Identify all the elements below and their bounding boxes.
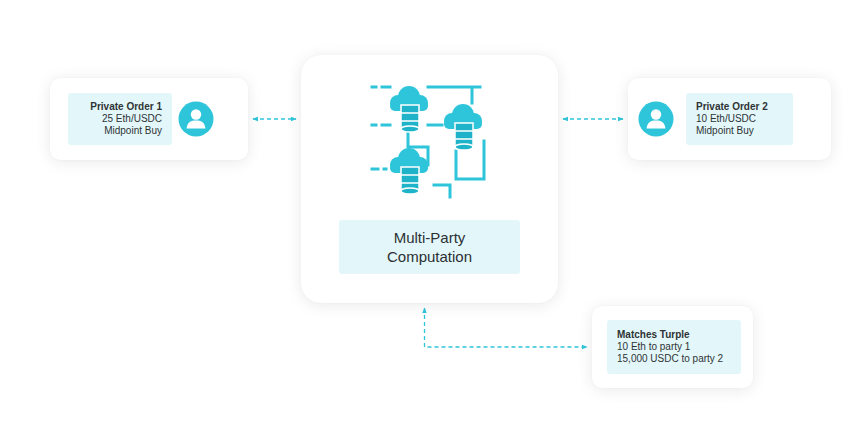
icon-part — [647, 121, 666, 129]
dashed-connector — [563, 118, 623, 119]
text-panel: Private Order 210 Eth/USDCMidpoint Buy — [686, 93, 793, 145]
icon-part — [455, 144, 473, 150]
card-detail: Midpoint Buy — [696, 125, 783, 137]
icon-part — [179, 102, 214, 137]
icon-part — [401, 126, 419, 132]
card-detail: 10 Eth/USDC — [696, 113, 783, 125]
icon-part — [444, 104, 482, 150]
card-title: Private Order 1 — [78, 101, 162, 113]
icon-part — [455, 131, 473, 139]
card-title: Matches Turple — [617, 329, 731, 341]
icon-part — [187, 121, 206, 129]
icon-part — [390, 148, 428, 194]
cloud-database-icon — [368, 81, 492, 205]
order-card: Private Order 210 Eth/USDCMidpoint Buy — [628, 78, 831, 160]
mpc-card: Multi-Party Computation — [301, 55, 558, 303]
icon-part — [372, 168, 386, 171]
user-avatar — [178, 101, 214, 137]
dashed-connector — [425, 308, 588, 347]
card-title: Private Order 2 — [696, 101, 783, 113]
icon-part — [390, 86, 428, 132]
dashed-connector — [253, 118, 296, 119]
icon-part — [651, 109, 661, 119]
result-card: Matches Turple10 Eth to party 115,000 US… — [592, 306, 753, 388]
icon-part — [434, 185, 450, 197]
text-panel: Matches Turple10 Eth to party 115,000 US… — [607, 320, 741, 374]
icon-part — [471, 89, 474, 103]
icon-part — [428, 124, 442, 127]
card-detail: 10 Eth to party 1 — [617, 341, 731, 353]
icon-part — [401, 175, 419, 183]
user-avatar — [638, 101, 674, 137]
icon-part — [401, 188, 419, 194]
text-panel: Private Order 125 Eth/USDCMidpoint Buy — [68, 93, 172, 145]
card-detail: 25 Eth/USDC — [78, 113, 162, 125]
icon-part — [401, 113, 419, 121]
icon-part — [191, 109, 201, 119]
order-card: Private Order 125 Eth/USDCMidpoint Buy — [50, 78, 248, 160]
icon-part — [456, 141, 484, 179]
card-detail: 15,000 USDC to party 2 — [617, 353, 731, 365]
icon-part — [372, 124, 390, 127]
node-title: Multi-Party Computation — [370, 228, 490, 266]
text-panel: Multi-Party Computation — [339, 220, 520, 274]
card-detail: Midpoint Buy — [78, 125, 162, 137]
icon-part — [372, 87, 484, 197]
icon-part — [372, 86, 480, 89]
icon-part — [639, 102, 674, 137]
